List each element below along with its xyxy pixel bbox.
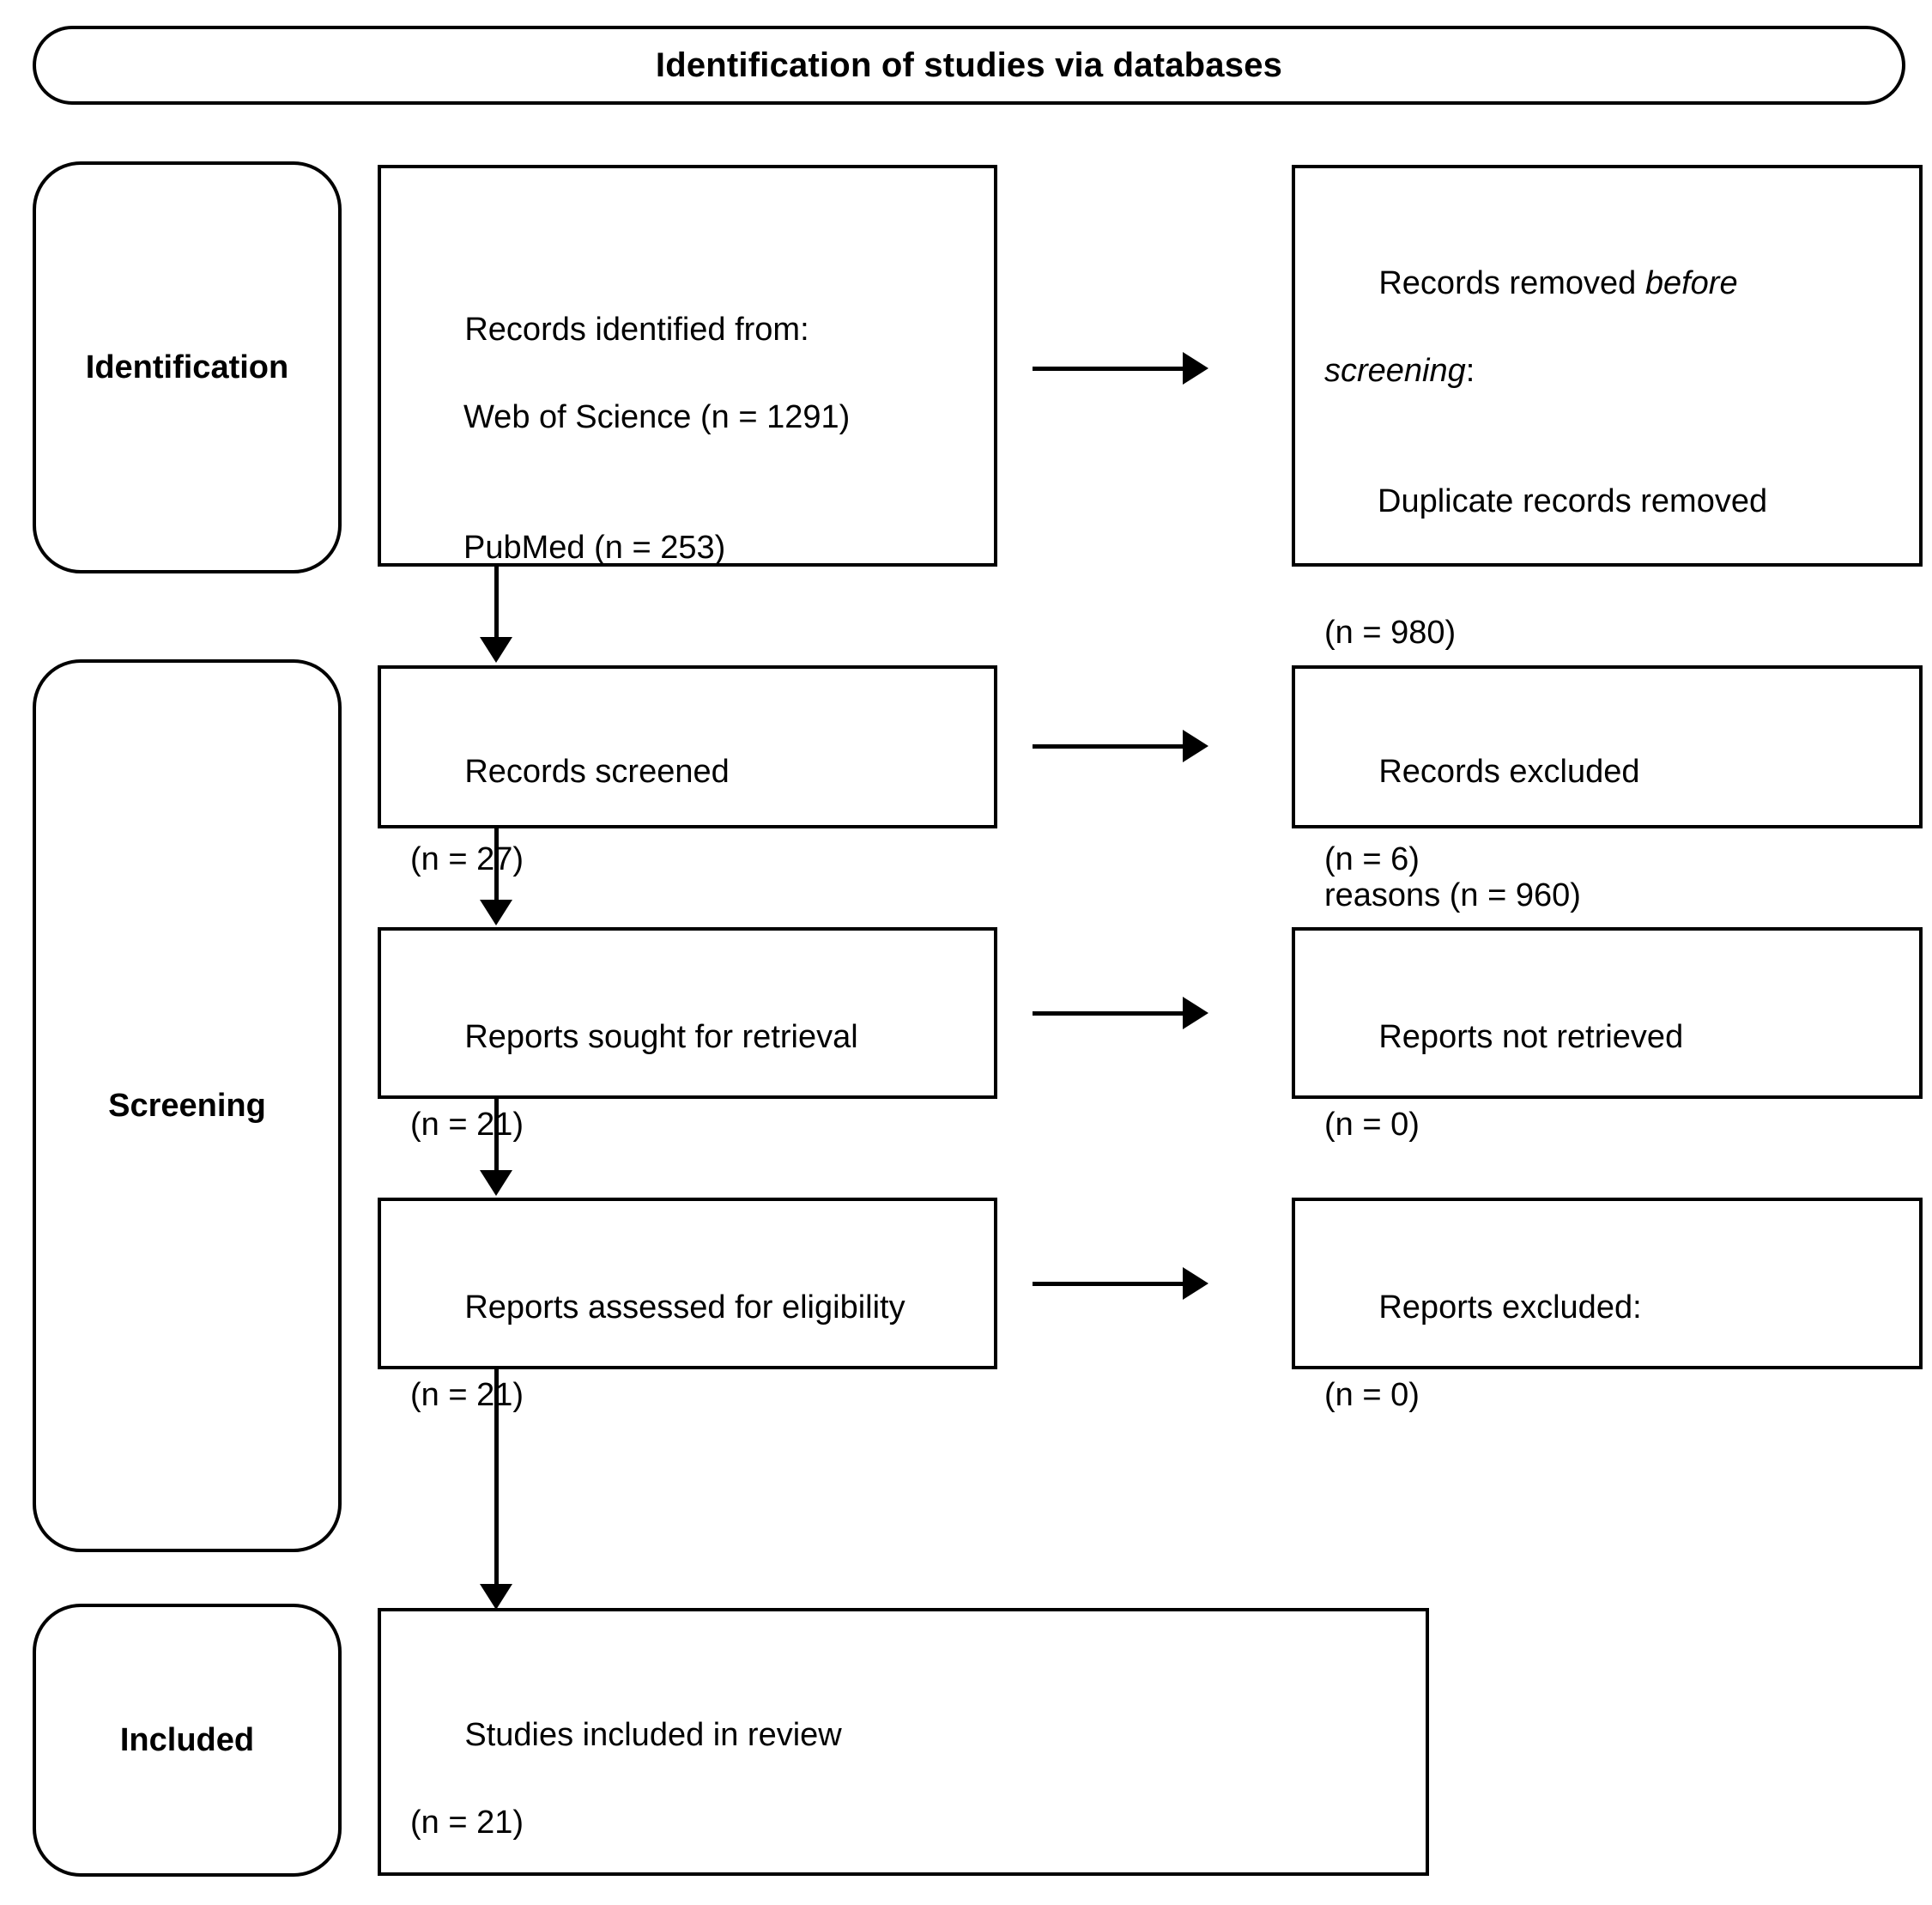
studies-included-line1: Studies included in review bbox=[464, 1716, 842, 1753]
records-removed-line1: Records removed before bbox=[1378, 265, 1737, 301]
box-studies-included: Studies included in review (n = 21) Clin… bbox=[378, 1608, 1429, 1876]
connector-screened-to-excluded-line bbox=[1033, 744, 1183, 749]
records-identified-line2: Web of Science (n = 1291) bbox=[463, 398, 851, 435]
connector-sought-to-assessed-arrowhead bbox=[480, 1170, 512, 1196]
records-excluded-line1: Records excluded bbox=[1378, 753, 1640, 790]
reports-not-retrieved-line1: Reports not retrieved bbox=[1378, 1018, 1684, 1055]
connector-screened-to-sought-line bbox=[494, 828, 499, 910]
stage-label-identification: Identification bbox=[33, 161, 342, 573]
reports-excluded-line1: Reports excluded: bbox=[1378, 1289, 1642, 1326]
reports-sought-line1: Reports sought for retrieval bbox=[464, 1018, 858, 1055]
reports-excluded-line2: (n = 0) bbox=[1324, 1376, 1420, 1413]
box-reports-assessed-text: Reports assessed for eligibility (n = 21… bbox=[410, 1242, 978, 1504]
diagram-title-banner: Identification of studies via databases bbox=[33, 26, 1905, 105]
reports-assessed-line2: (n = 21) bbox=[410, 1376, 524, 1413]
box-records-removed: Records removed before screening: Duplic… bbox=[1292, 165, 1923, 913]
diagram-title: Identification of studies via databases bbox=[655, 46, 1283, 84]
connector-assessed-to-included-arrowhead bbox=[480, 1584, 512, 1610]
box-reports-excluded: Reports excluded: (n = 0) bbox=[1292, 1198, 1923, 1413]
connector-sought-to-not-retrieved-line bbox=[1033, 1011, 1183, 1016]
records-removed-line2-b: : bbox=[1465, 352, 1475, 389]
studies-included-line2: (n = 21) bbox=[410, 1804, 524, 1841]
stage-label-included: Included bbox=[33, 1604, 342, 1877]
box-reports-sought-text: Reports sought for retrieval (n = 21) bbox=[410, 972, 978, 1234]
records-excluded-line2: (n = 6) bbox=[1324, 840, 1420, 877]
connector-identified-to-screened-arrowhead bbox=[480, 637, 512, 663]
box-reports-assessed: Reports assessed for eligibility (n = 21… bbox=[378, 1198, 997, 1413]
box-studies-included-text: Studies included in review (n = 21) Clin… bbox=[410, 1670, 1410, 1905]
connector-identified-to-screened-line bbox=[494, 567, 499, 648]
connector-assessed-to-reports-excluded-arrowhead bbox=[1183, 1267, 1208, 1300]
stage-label-identification-text: Identification bbox=[85, 349, 289, 385]
box-reports-not-retrieved-text: Reports not retrieved (n = 0) bbox=[1324, 972, 1904, 1234]
connector-identified-to-removed-arrowhead bbox=[1183, 352, 1208, 385]
stage-label-included-text: Included bbox=[119, 1721, 255, 1758]
box-records-screened-text: Records screened (n = 27) bbox=[410, 707, 978, 968]
box-reports-not-retrieved: Reports not retrieved (n = 0) bbox=[1292, 927, 1923, 1143]
records-removed-line1-a: Records removed bbox=[1378, 264, 1645, 301]
records-removed-line2: screening: bbox=[1324, 349, 1904, 393]
records-identified-line1: Records identified from: bbox=[464, 311, 809, 348]
box-records-excluded: Records excluded (n = 6) bbox=[1292, 665, 1923, 877]
records-screened-line2: (n = 27) bbox=[410, 840, 524, 877]
records-removed-line4: (n = 980) bbox=[1324, 615, 1457, 652]
reports-assessed-line1: Reports assessed for eligibility bbox=[464, 1289, 905, 1326]
connector-sought-to-assessed-line bbox=[494, 1099, 499, 1180]
connector-identified-to-removed-line bbox=[1033, 367, 1183, 371]
box-records-excluded-text: Records excluded (n = 6) bbox=[1324, 707, 1904, 968]
reports-sought-line2: (n = 21) bbox=[410, 1106, 524, 1143]
records-removed-line3: Duplicate records removed bbox=[1378, 483, 1768, 520]
records-identified-line3: PubMed (n = 253) bbox=[463, 530, 726, 567]
connector-sought-to-not-retrieved-arrowhead bbox=[1183, 997, 1208, 1029]
stage-label-screening-text: Screening bbox=[108, 1087, 266, 1124]
box-reports-excluded-text: Reports excluded: (n = 0) bbox=[1324, 1242, 1904, 1504]
records-removed-line6: reasons (n = 960) bbox=[1324, 877, 1581, 913]
box-reports-sought: Reports sought for retrieval (n = 21) bbox=[378, 927, 997, 1143]
connector-assessed-to-reports-excluded-line bbox=[1033, 1282, 1183, 1286]
connector-screened-to-sought-arrowhead bbox=[480, 900, 512, 925]
stage-label-screening: Screening bbox=[33, 659, 342, 1552]
records-screened-line1: Records screened bbox=[464, 753, 730, 790]
records-removed-line1-b: before bbox=[1644, 264, 1738, 301]
box-records-screened: Records screened (n = 27) bbox=[378, 665, 997, 877]
connector-assessed-to-included-line bbox=[494, 1369, 499, 1597]
records-removed-line2-a: screening bbox=[1324, 352, 1466, 389]
connector-screened-to-excluded-arrowhead bbox=[1183, 730, 1208, 762]
box-records-identified: Records identified from: Web of Science … bbox=[378, 165, 997, 697]
reports-not-retrieved-line2: (n = 0) bbox=[1324, 1106, 1420, 1143]
